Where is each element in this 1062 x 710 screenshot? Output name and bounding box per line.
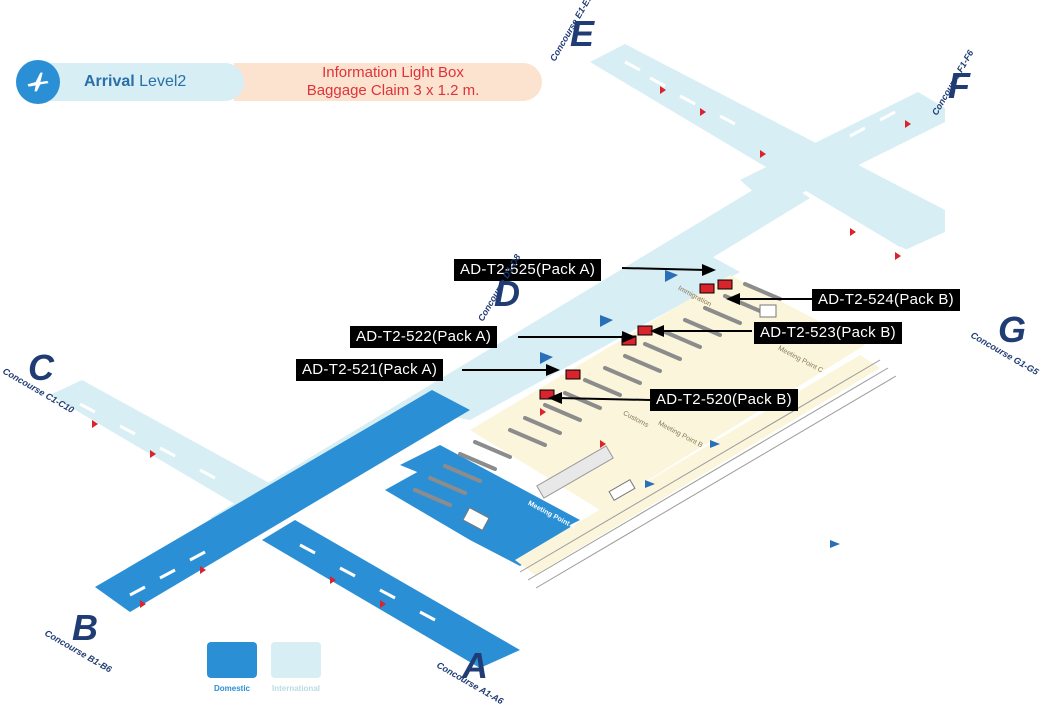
gate-markers xyxy=(79,60,916,622)
callout-ad-t2-524: AD-T2-524(Pack B) xyxy=(812,289,960,311)
concourse-f-letter: F xyxy=(948,65,970,106)
airplane-arrival-icon xyxy=(16,60,60,104)
legend-international-label: International xyxy=(271,684,320,693)
concourse-b-letter: B xyxy=(72,607,98,648)
callout-ad-t2-520: AD-T2-520(Pack B) xyxy=(650,389,798,411)
domestic-spine-floor xyxy=(95,390,470,612)
legend-domestic-label: Domestic xyxy=(213,684,250,693)
concourse-g-letter: G xyxy=(998,309,1027,350)
concourse-c-letter: C xyxy=(28,347,54,388)
callout-arrowheads xyxy=(546,264,740,404)
concourse-a-letter: A xyxy=(462,645,488,686)
concourse-f-floor xyxy=(740,92,945,208)
service-block-a xyxy=(462,506,490,532)
concourse-e-floor xyxy=(590,44,945,250)
level-rest: Level2 xyxy=(134,73,187,90)
callout-ad-t2-522: AD-T2-522(Pack A) xyxy=(350,326,498,348)
concourse-d-letter: D xyxy=(494,273,520,314)
concourse-a-floor xyxy=(262,520,520,668)
service-block-d xyxy=(608,478,636,502)
info-line-2: Baggage Claim 3 x 1.2 m. xyxy=(306,82,480,99)
red-direction-arrows xyxy=(92,86,911,608)
page-title: Arrival Level2 xyxy=(84,73,186,91)
service-block-b xyxy=(536,445,614,499)
info-lightbox-description: Information Light Box Baggage Claim 3 x … xyxy=(250,64,536,100)
level-strong: Arrival xyxy=(84,73,135,90)
service-block-c xyxy=(759,304,777,318)
road-line-1 xyxy=(519,359,881,573)
road-line-2 xyxy=(527,367,889,581)
info-line-1: Information Light Box xyxy=(322,64,464,81)
international-building-floor xyxy=(418,250,740,420)
legend-international-swatch xyxy=(271,642,321,678)
callout-arrows xyxy=(462,267,812,401)
baggage-belts xyxy=(413,282,782,507)
concourse-c-floor xyxy=(50,380,300,520)
legend-domestic-swatch xyxy=(207,642,257,678)
callout-ad-t2-521: AD-T2-521(Pack A) xyxy=(296,359,444,381)
concourse-e-letter: E xyxy=(570,13,595,54)
callout-ad-t2-525: AD-T2-525(Pack A) xyxy=(454,259,602,281)
road-line-3 xyxy=(535,375,897,589)
callout-ad-t2-523: AD-T2-523(Pack B) xyxy=(754,322,902,344)
info-banner-background xyxy=(234,63,542,101)
